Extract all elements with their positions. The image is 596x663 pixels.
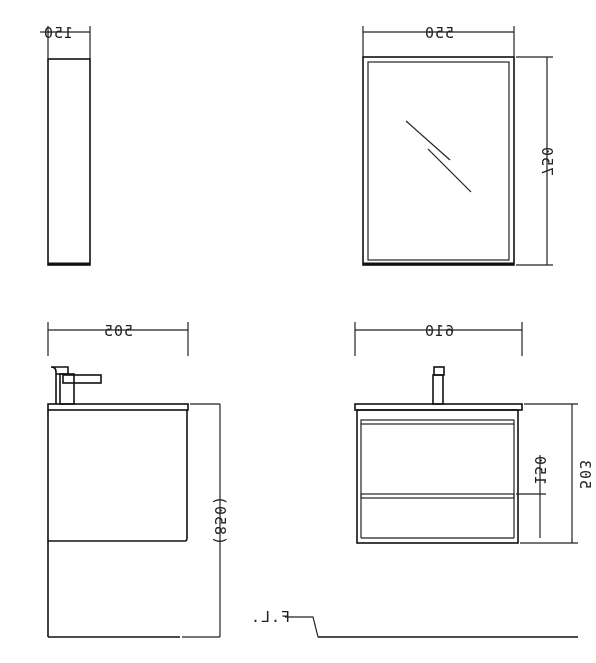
vanity-front-body [356,409,519,544]
vanity-front-top [354,403,523,411]
faucet-side-icon [50,366,69,404]
faucet-side-spout [62,374,102,384]
mirror-width-label: 550 [424,24,454,42]
mirror-front-view [362,26,553,266]
faucet-side-body [59,373,75,405]
faucet-front-icon [433,366,445,376]
vanity-total-height-label: (850) [211,495,229,545]
vanity-width-label: 610 [424,322,454,340]
vanity-side-view [47,322,221,638]
vanity-side-body [47,410,188,542]
mirror-height-label: 750 [538,146,556,176]
cabinet-side-view [40,26,91,266]
vanity-side-top [47,403,189,411]
cabinet-depth-label: 150 [43,24,73,42]
drawer-top-rail [360,419,515,425]
drawer-divider [360,493,515,499]
labels: 150 550 750 505 (850) 610 503 150 F.L. [43,24,594,626]
vanity-depth-label: 505 [103,322,133,340]
mirror-glint-1 [427,148,472,193]
mirror-frame-inner [367,61,510,261]
mirror-glint-2 [405,120,451,161]
mirror-frame-outer [362,56,515,266]
drawer-height-label: 150 [531,455,549,485]
faucet-front-body [432,374,444,405]
cabinet-side-outline [47,58,91,266]
vanity-front-view [285,322,578,638]
floor-label-leader [285,616,319,638]
floor-level-label: F.L. [250,608,290,626]
vanity-height-label: 503 [576,459,594,489]
